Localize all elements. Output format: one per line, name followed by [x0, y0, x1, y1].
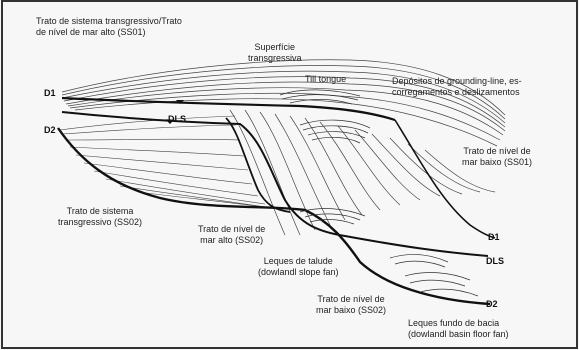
hst-ss2-front — [226, 118, 290, 212]
label-line: mar baixo (SS02) — [316, 305, 386, 316]
surface-dls — [62, 112, 488, 256]
label-line: Superfície — [248, 42, 302, 53]
label-line: corregamentos e deslizamentos — [392, 87, 522, 98]
label-line: Leques fundo de bacia — [408, 318, 509, 329]
grounding-line-deposits — [300, 120, 370, 143]
surface-tag-d2-right: D2 — [486, 299, 498, 309]
lst-ss01-clinoforms — [230, 110, 495, 235]
label-hst-ss02: Trato de nível de mar alto (SS02) — [198, 224, 265, 246]
label-line: Trato de sistema transgressivo/Trato — [36, 16, 182, 27]
label-line: (dowlandl slope fan) — [258, 267, 339, 278]
label-line: mar alto (SS02) — [198, 235, 265, 246]
slope-fan — [300, 209, 365, 224]
surface-tag-d1: D1 — [44, 88, 56, 98]
label-line: Trato de nível de — [316, 294, 386, 305]
ss01-laminae — [62, 60, 505, 146]
basin-floor-fan — [390, 255, 478, 296]
surface-tag-d1-right: D1 — [488, 232, 500, 242]
label-tst-ss02: Trato de sistema transgressivo (SS02) — [58, 206, 142, 228]
till-tongue — [280, 90, 360, 104]
label-line: Trato de nível de — [462, 146, 532, 157]
label-line: Trato de sistema — [58, 206, 142, 217]
label-line: Depósitos de grounding-line, es- — [392, 76, 522, 87]
label-line: de nível de mar alto (SS01) — [36, 27, 182, 38]
surface-tag-dls: DLS — [168, 114, 186, 124]
label-slope-fan: Leques de talude (dowlandl slope fan) — [258, 256, 339, 278]
label-line: mar baixo (SS01) — [462, 157, 532, 168]
surface-tag-dls-right: DLS — [486, 256, 504, 266]
label-basin-floor-fan: Leques fundo de bacia (dowlandl basin fl… — [408, 318, 509, 340]
label-line: transgressivo (SS02) — [58, 217, 142, 228]
label-line: (dowlandl basin floor fan) — [408, 329, 509, 340]
label-line: Trato de nível de — [198, 224, 265, 235]
label-grounding-line-deposits: Depósitos de grounding-line, es- correga… — [392, 76, 522, 98]
label-line: Till tongue — [305, 74, 346, 85]
label-lst-ss02: Trato de nível de mar baixo (SS02) — [316, 294, 386, 316]
label-line: transgressiva — [248, 53, 302, 64]
label-transgressive-surface: Superfície transgressiva — [248, 42, 302, 64]
label-tst-hst-ss01: Trato de sistema transgressivo/Trato de … — [36, 16, 182, 38]
label-till-tongue: Till tongue — [305, 74, 346, 85]
label-lst-ss01: Trato de nível de mar baixo (SS01) — [462, 146, 532, 168]
label-line: Leques de talude — [258, 256, 339, 267]
surface-tag-d2: D2 — [44, 125, 56, 135]
